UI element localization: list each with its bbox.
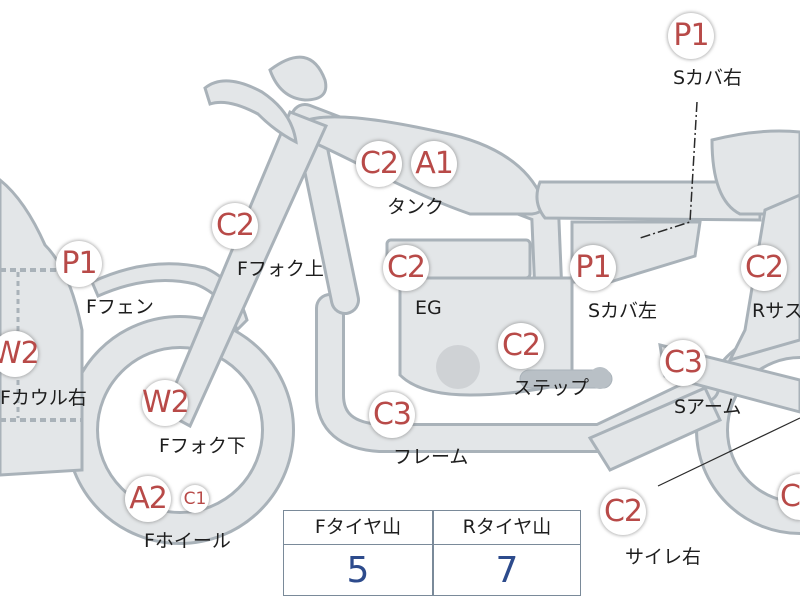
code-badge-front-fender: P1 <box>56 241 102 287</box>
tread-value-rear: 7 <box>495 550 519 591</box>
rear-cowl-shape <box>710 129 800 216</box>
step-bar-shape <box>519 369 613 389</box>
tread-value-front: 5 <box>346 550 370 591</box>
label-frame: フレーム <box>393 446 469 468</box>
label-tank: タンク <box>387 196 445 218</box>
leader-line-muffler-right <box>657 417 800 487</box>
code-badge-swing-arm: C3 <box>660 340 706 386</box>
rear-wheel-inner <box>698 328 800 532</box>
tire-tread-table: Fタイヤ山 Rタイヤ山 5 7 <box>283 510 581 596</box>
frame-cradle-inner <box>318 296 717 450</box>
tread-header-rear: Rタイヤ山 <box>433 511 581 545</box>
muffler-shape <box>587 386 723 472</box>
code-badge-front-wheel-2: C1 <box>181 485 209 513</box>
code-badge-tank-2: A1 <box>411 141 457 187</box>
code-badge-front-fork-lower: W2 <box>142 380 190 426</box>
front-cowl-shape <box>0 178 84 477</box>
tread-header-front: Fタイヤ山 <box>284 511 432 545</box>
label-engine: EG <box>415 297 442 319</box>
label-front-fender: Fフェン <box>86 296 154 318</box>
code-badge-front-fork-upper: C2 <box>212 203 258 249</box>
code-badge-step: C2 <box>498 323 544 369</box>
tread-table-divider <box>432 511 434 595</box>
code-badge-frame: C3 <box>369 392 415 438</box>
label-s-cover-left: Sカバ左 <box>588 300 658 322</box>
label-rear-suspension: Rサス <box>752 300 800 322</box>
leader-line-s-cover-right <box>639 101 698 239</box>
code-badge-front-cowl-right: W2 <box>0 331 40 377</box>
label-front-cowl-right: Fカウル右 <box>0 387 87 409</box>
label-front-wheel: Fホイール <box>144 530 231 552</box>
front-fork-shape <box>162 110 329 429</box>
label-step: ステップ <box>513 377 590 399</box>
label-front-fork-upper: Fフォク上 <box>237 258 324 280</box>
code-badge-front-wheel-1: A2 <box>125 476 171 522</box>
label-muffler-right: サイレ右 <box>625 546 702 568</box>
front-fender-shape <box>90 262 249 333</box>
label-swing-arm: Sアーム <box>674 396 742 418</box>
code-badge-rear-wheel: C <box>778 474 800 520</box>
label-s-cover-right: Sカバ右 <box>673 67 743 89</box>
step-knob-shape <box>589 367 611 389</box>
engine-cover-shape <box>436 345 480 389</box>
code-badge-engine: C2 <box>383 245 429 291</box>
frame-downtube-inner <box>298 118 357 312</box>
headlight-shape <box>268 55 328 102</box>
label-front-fork-lower: Fフォク下 <box>159 435 246 457</box>
code-badge-tank-1: C2 <box>356 141 402 187</box>
code-badge-rear-suspension: C2 <box>741 245 787 291</box>
front-wheel-inner <box>68 318 292 542</box>
code-badge-s-cover-right: P1 <box>668 13 714 59</box>
handlebar-shape <box>203 79 298 145</box>
code-badge-muffler-right: C2 <box>600 489 646 535</box>
code-badge-s-cover-left: P1 <box>570 245 616 291</box>
